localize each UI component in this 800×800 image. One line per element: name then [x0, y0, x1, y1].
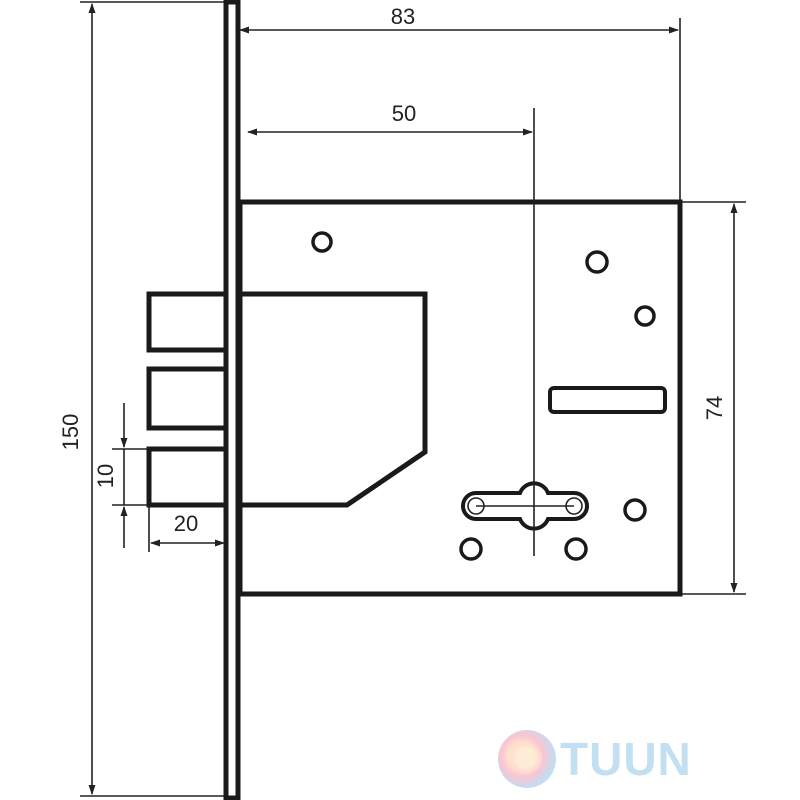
keyhole: [461, 481, 589, 531]
deadbolt-bottom: [146, 446, 229, 508]
dimension-74: 74: [682, 201, 746, 595]
dimension-10: 10: [93, 403, 147, 548]
dimension-label-74: 74: [702, 396, 727, 420]
dimension-20: 20: [148, 507, 225, 552]
latch-slot: [548, 386, 667, 414]
lock-case: [237, 199, 683, 597]
mounting-hole: [623, 498, 647, 522]
deadbolt-middle: [146, 366, 229, 431]
mounting-hole: [585, 250, 609, 274]
mounting-hole: [564, 537, 588, 561]
mounting-hole: [459, 537, 483, 561]
brand-name: TUUN: [560, 733, 692, 785]
dimension-50: 50: [247, 101, 533, 136]
gradient-circle-logo-icon: [498, 730, 556, 788]
dimension-label-10: 10: [93, 464, 118, 488]
dimension-83: 83: [239, 4, 681, 200]
mounting-hole: [311, 231, 333, 253]
mounting-hole: [634, 305, 656, 327]
dimension-label-20: 20: [174, 511, 198, 536]
bolt-carrier: [240, 291, 428, 508]
deadbolt-top: [146, 291, 229, 353]
brand-watermark: TUUN: [498, 728, 738, 792]
dimension-label-50: 50: [392, 101, 416, 126]
dimension-label-150: 150: [58, 414, 83, 451]
dimension-150: 150: [58, 1, 224, 797]
dimension-label-83: 83: [391, 4, 415, 29]
